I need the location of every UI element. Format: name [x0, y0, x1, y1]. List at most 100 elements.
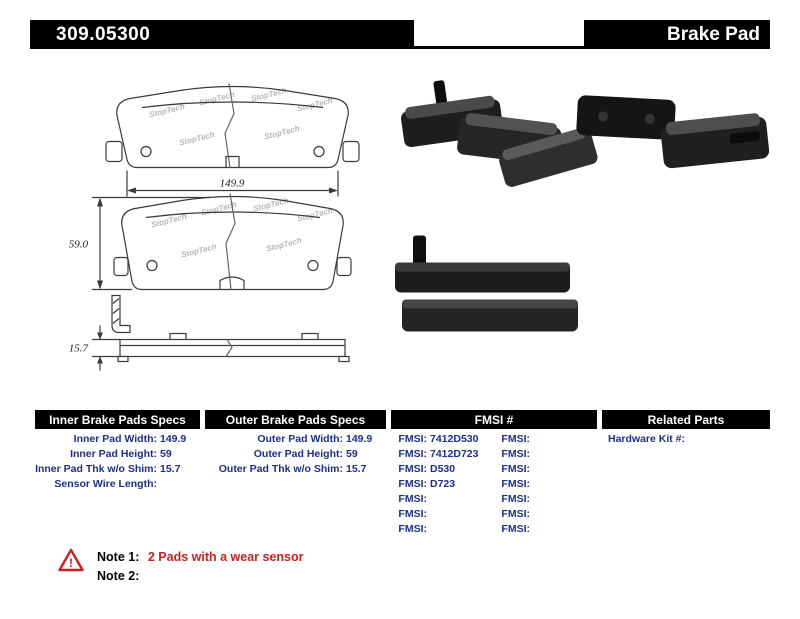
spec-row: Outer Pad Height: 59 — [205, 447, 386, 462]
fmsi-value: D530 — [430, 463, 456, 475]
fmsi-row: FMSI:7412D723 — [391, 447, 494, 462]
fmsi-value: 7412D530 — [430, 433, 479, 445]
note-lines: Note 1: 2 Pads with a wear sensor Note 2… — [97, 548, 303, 586]
spec-row: Inner Pad Width: 149.9 — [35, 432, 200, 447]
part-number-bar: 309.05300 — [30, 20, 414, 49]
pad-photo-4 — [576, 95, 676, 140]
spec-label: Inner Pad Thk w/o Shim: — [35, 463, 157, 475]
part-number: 309.05300 — [56, 23, 151, 45]
note-1: Note 1: 2 Pads with a wear sensor — [97, 548, 303, 567]
stoptech-watermark: StopTech StopTech StopTech StopTech Stop… — [150, 196, 333, 260]
dimension-thickness: 15.7 — [69, 325, 120, 371]
spec-label: Hardware Kit #: — [608, 433, 686, 445]
drawing-view-front-inner — [113, 193, 352, 291]
drawing-view-edge — [117, 332, 350, 363]
watermark-text: StopTech — [265, 236, 302, 254]
fmsi-value — [530, 507, 533, 522]
watermark-text: StopTech — [180, 242, 217, 260]
note-2-label: Note 2: — [97, 569, 140, 583]
fmsi-row: FMSI: — [494, 432, 597, 447]
pad-photo-3 — [499, 128, 598, 187]
spec-row: Inner Pad Height: 59 — [35, 447, 200, 462]
fmsi-value — [427, 507, 430, 522]
product-type-bar: Brake Pad — [584, 20, 770, 49]
fmsi-value — [427, 522, 430, 537]
svg-text:!: ! — [69, 556, 73, 570]
fmsi-row: FMSI:D530 — [391, 462, 494, 477]
fmsi-value: D723 — [430, 478, 456, 490]
fmsi-label: FMSI: — [398, 478, 427, 490]
fmsi-label: FMSI: — [398, 508, 427, 520]
spec-value: 15.7 — [160, 463, 181, 475]
pad-photo-side-1 — [395, 235, 570, 293]
spec-row: Inner Pad Thk w/o Shim: 15.7 — [35, 462, 200, 477]
note-1-label: Note 1: — [97, 550, 140, 564]
warning-triangle-icon: ! — [58, 548, 84, 572]
watermark-text: StopTech — [263, 124, 300, 142]
related-parts-title: Related Parts — [602, 410, 770, 429]
spec-label: Sensor Wire Length: — [54, 478, 157, 490]
product-figure: StopTech StopTech StopTech StopTech Stop… — [69, 80, 770, 371]
fmsi-label: FMSI: — [501, 448, 530, 460]
spec-value: 149.9 — [346, 433, 373, 445]
fmsi-row: FMSI: — [494, 447, 597, 462]
spec-label: Outer Pad Width: — [257, 433, 343, 445]
fmsi-column-1: FMSI:7412D530 FMSI:7412D723 FMSI:D530 FM… — [391, 432, 494, 537]
fmsi-row: FMSI: — [494, 462, 597, 477]
related-parts-table: Related Parts Hardware Kit #: — [602, 410, 770, 537]
dim-thickness-label: 15.7 — [69, 343, 89, 355]
fmsi-row: FMSI: — [494, 477, 597, 492]
spec-label: Outer Pad Height: — [253, 448, 343, 460]
fmsi-value — [427, 492, 430, 507]
spec-tables: Inner Brake Pads Specs Inner Pad Width: … — [35, 410, 770, 537]
pad-photo-side-2 — [402, 299, 578, 332]
spec-row: Outer Pad Width: 149.9 — [205, 432, 386, 447]
outer-specs-title: Outer Brake Pads Specs — [205, 410, 386, 429]
fmsi-value — [530, 447, 533, 462]
fmsi-label: FMSI: — [501, 508, 530, 520]
fmsi-label: FMSI: — [398, 463, 427, 475]
spec-value: 149.9 — [160, 433, 187, 445]
inner-specs-table: Inner Brake Pads Specs Inner Pad Width: … — [35, 410, 200, 537]
fmsi-label: FMSI: — [398, 523, 427, 535]
spec-label: Inner Pad Width: — [73, 433, 157, 445]
spec-value: 59 — [346, 448, 358, 460]
figure-area: StopTech StopTech StopTech StopTech Stop… — [30, 56, 770, 404]
stoptech-watermark: StopTech StopTech StopTech StopTech Stop… — [148, 86, 333, 148]
fmsi-value — [530, 492, 533, 507]
fmsi-value: 7412D723 — [430, 448, 479, 460]
fmsi-table: FMSI # FMSI:7412D530 FMSI:7412D723 FMSI:… — [391, 410, 597, 537]
header-divider — [414, 20, 584, 49]
inner-specs-title: Inner Brake Pads Specs — [35, 410, 200, 429]
fmsi-row: FMSI:7412D530 — [391, 432, 494, 447]
spec-row: Hardware Kit #: — [602, 429, 770, 447]
fmsi-row: FMSI: — [391, 522, 494, 537]
spec-label: Outer Pad Thk w/o Shim: — [218, 463, 343, 475]
note-2: Note 2: — [97, 567, 303, 586]
spec-row: Outer Pad Thk w/o Shim: 15.7 — [205, 462, 386, 477]
fmsi-row: FMSI: — [391, 492, 494, 507]
fmsi-value — [530, 462, 533, 477]
product-photos — [395, 80, 770, 332]
notes-section: ! Note 1: 2 Pads with a wear sensor Note… — [58, 548, 303, 586]
watermark-text: StopTech — [178, 130, 215, 148]
note-1-text: 2 Pads with a wear sensor — [147, 550, 304, 564]
fmsi-label: FMSI: — [398, 493, 427, 505]
fmsi-label: FMSI: — [501, 463, 530, 475]
dimension-height: 59.0 — [69, 196, 210, 291]
fmsi-value — [530, 522, 533, 537]
dimension-width: 149.9 — [126, 170, 339, 197]
technical-drawing: StopTech StopTech StopTech StopTech Stop… — [69, 83, 360, 371]
dim-height-label: 59.0 — [69, 239, 89, 251]
fmsi-value — [530, 432, 533, 447]
product-type-label: Brake Pad — [667, 23, 760, 45]
dim-width-label: 149.9 — [220, 178, 245, 190]
spec-value: 15.7 — [346, 463, 367, 475]
fmsi-row: FMSI: — [391, 507, 494, 522]
fmsi-row: FMSI: — [494, 492, 597, 507]
fmsi-row: FMSI: — [494, 507, 597, 522]
fmsi-column-2: FMSI: FMSI: FMSI: FMSI: FMSI: FMSI: FMSI… — [494, 432, 597, 537]
fmsi-label: FMSI: — [501, 433, 530, 445]
fmsi-label: FMSI: — [501, 523, 530, 535]
